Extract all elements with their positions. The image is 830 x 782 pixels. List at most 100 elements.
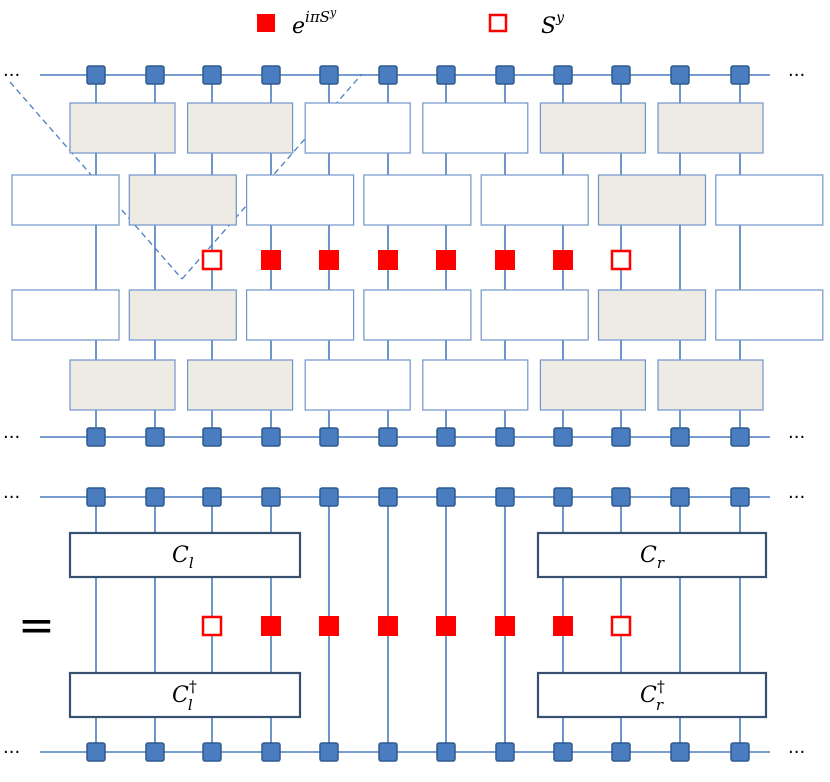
site-tensor	[378, 65, 398, 85]
site-tensor	[378, 487, 398, 507]
unitary-top2-white	[480, 174, 589, 226]
ellipsis-left: ···	[3, 487, 20, 508]
operator-top-filled	[495, 250, 515, 270]
site-tensor	[86, 65, 106, 85]
legend-open-sup: y	[555, 10, 565, 26]
site-tensor	[86, 742, 106, 762]
operator-squares	[201, 249, 632, 637]
unitary-bot1-white	[11, 289, 120, 341]
c-right-box	[536, 531, 768, 579]
site-tensor	[202, 742, 222, 762]
operator-top-open	[610, 249, 632, 271]
unitary-top2-gray	[597, 174, 707, 226]
network-boxes	[11, 102, 824, 719]
legend-filled-exp: iπS	[305, 8, 330, 26]
site-tensor	[378, 427, 398, 447]
unitary-bot1-white	[363, 289, 472, 341]
operator-top-filled	[319, 250, 339, 270]
operator-top-filled	[553, 250, 573, 270]
ellipsis-right: ···	[788, 742, 805, 763]
site-tensor	[553, 65, 573, 85]
label-c-right-dagger: C†r	[640, 677, 665, 714]
ellipsis-right: ···	[788, 427, 805, 448]
c-right-dagger-box	[536, 671, 768, 719]
legend-open-label: Sy	[541, 10, 565, 39]
operator-top-filled	[378, 250, 398, 270]
unitary-top1-white	[304, 102, 411, 154]
unitary-top1-gray	[539, 102, 647, 154]
site-tensor	[670, 487, 690, 507]
site-tensor	[202, 427, 222, 447]
site-tensor	[670, 427, 690, 447]
site-tensor	[611, 742, 631, 762]
unitary-top2-white	[363, 174, 472, 226]
unitary-bot2-white	[422, 359, 529, 411]
equals-sign: =	[18, 600, 55, 651]
site-tensor	[495, 742, 515, 762]
unitary-bot1-white	[246, 289, 355, 341]
site-tensor	[670, 65, 690, 85]
operator-top-open	[201, 249, 223, 271]
operator-top-filled	[261, 250, 281, 270]
unitary-bot2-white	[304, 359, 411, 411]
ellipsis-left: ···	[3, 427, 20, 448]
label-c-right: Cr	[640, 543, 665, 572]
site-tensor	[611, 65, 631, 85]
site-tensor	[436, 742, 456, 762]
unitary-top2-gray	[128, 174, 237, 226]
ellipsis-right: ···	[788, 65, 805, 86]
site-tensor	[553, 427, 573, 447]
site-tensor	[261, 427, 281, 447]
operator-bottom-filled	[553, 616, 573, 636]
unitary-bot2-gray	[539, 359, 647, 411]
site-tensor	[436, 487, 456, 507]
site-tensor	[319, 742, 339, 762]
operator-bottom-filled	[261, 616, 281, 636]
site-tensor	[730, 65, 750, 85]
site-tensor	[86, 487, 106, 507]
unitary-bot2-gray	[657, 359, 764, 411]
unitary-bot1-gray	[597, 289, 707, 341]
site-tensor	[730, 487, 750, 507]
unitary-bot1-gray	[128, 289, 237, 341]
site-tensor	[730, 427, 750, 447]
site-tensor	[553, 487, 573, 507]
label-c-left: Cl	[172, 543, 194, 572]
operator-bottom-open	[201, 615, 223, 637]
legend-filled-square	[257, 14, 275, 32]
site-tensor	[319, 427, 339, 447]
site-tensor	[145, 427, 165, 447]
site-tensor	[145, 65, 165, 85]
site-tensor	[495, 487, 515, 507]
ellipsis-right: ···	[788, 487, 805, 508]
operator-bottom-filled	[319, 616, 339, 636]
site-tensor	[261, 487, 281, 507]
site-tensor	[495, 427, 515, 447]
unitary-top1-gray	[657, 102, 764, 154]
unitary-top1-gray	[69, 102, 176, 154]
operator-bottom-filled	[495, 616, 515, 636]
unitary-top1-white	[422, 102, 529, 154]
site-tensor	[145, 487, 165, 507]
site-tensor	[670, 742, 690, 762]
site-tensor	[202, 65, 222, 85]
operator-top-filled	[436, 250, 456, 270]
site-tensor	[730, 742, 750, 762]
ellipsis-left: ···	[3, 742, 20, 763]
unitary-bot1-white	[715, 289, 824, 341]
operator-bottom-open	[610, 615, 632, 637]
unitary-top2-white	[11, 174, 120, 226]
causal-cone-right	[181, 73, 363, 280]
c-left-dagger-box	[68, 671, 302, 719]
site-tensor	[145, 742, 165, 762]
operator-bottom-filled	[378, 616, 398, 636]
site-tensor	[378, 742, 398, 762]
site-tensor	[261, 65, 281, 85]
site-tensor	[611, 487, 631, 507]
site-tensor	[436, 427, 456, 447]
operator-bottom-filled	[436, 616, 456, 636]
legend-filled-sup: y	[329, 6, 337, 19]
